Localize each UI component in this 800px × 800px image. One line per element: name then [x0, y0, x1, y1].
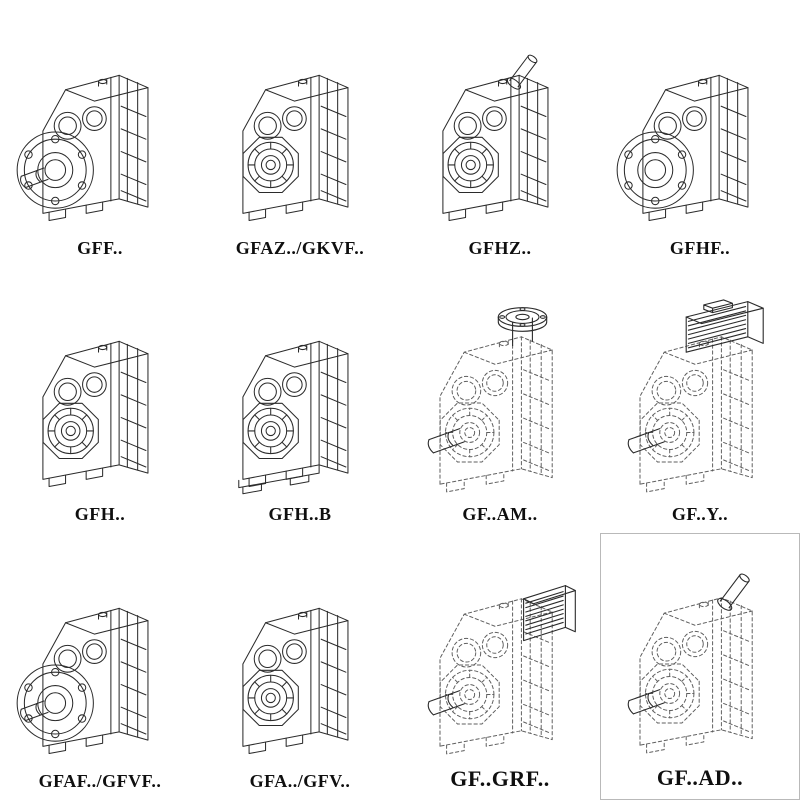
- housing-outline: [638, 336, 753, 493]
- bearing-bosses: [254, 639, 308, 673]
- bearing-bosses: [54, 105, 108, 140]
- gearbox-label-gfa-gfv: GFA../GFV..: [249, 770, 351, 791]
- mounting-base: [238, 465, 321, 495]
- ghost-gear-unit: [438, 336, 553, 493]
- housing-outline: [438, 336, 553, 493]
- housing-outline: [442, 74, 549, 221]
- gearbox-figure-gfhz: GFHZ..: [400, 0, 600, 267]
- bearing-bosses: [454, 105, 508, 140]
- housing-outline: [242, 341, 349, 488]
- bearing-bosses: [54, 372, 108, 407]
- gearbox-label-gff: GFF..: [77, 237, 123, 258]
- gearbox-figure-gfa-gfv: GFA../GFV..: [200, 533, 400, 800]
- bearing-bosses: [651, 370, 708, 406]
- hollow-shaft-rings: [43, 403, 100, 460]
- gearbox-label-gfh: GFH..: [74, 504, 126, 525]
- gearbox-label-gf-am: GF..AM..: [462, 504, 538, 525]
- gearbox-drawing-gf-y: [627, 299, 764, 493]
- gearbox-label-gfaf-gfvf: GFAF../GFVF..: [38, 770, 162, 791]
- gearbox-drawing-gfh-b: [238, 341, 349, 495]
- ghost-gear-unit: [638, 597, 753, 754]
- output-flange: [17, 131, 95, 209]
- bearing-bosses: [451, 370, 508, 406]
- bearing-bosses: [54, 639, 108, 673]
- gearbox-figure-gfh-b: GFH..B: [200, 267, 400, 534]
- input-shaft: [505, 52, 540, 92]
- bearing-bosses: [451, 631, 508, 668]
- gearbox-drawing-gfhz: [442, 52, 549, 221]
- gearbox-label-gfh-b: GFH..B: [268, 504, 332, 525]
- gearbox-figure-gff: GFF..: [0, 0, 200, 267]
- gearbox-drawing-gfaf-gfvf: [17, 607, 149, 755]
- bearing-bosses: [651, 630, 708, 667]
- mounted-motor: [685, 299, 764, 354]
- gearbox-drawing-gff: [17, 74, 149, 221]
- gearbox-figure-gf-y: GF..Y..: [600, 267, 800, 534]
- bearing-bosses: [254, 372, 308, 407]
- gearbox-figure-gf-am: GF..AM..: [400, 267, 600, 534]
- ghost-gear-unit: [638, 336, 753, 493]
- gearbox-figure-gf-grf: GF..GRF..: [400, 533, 600, 800]
- output-flange: [17, 664, 95, 742]
- gearbox-figure-gf-ad: GF..AD..: [600, 533, 800, 800]
- gearbox-drawing-gfaz-gkvf: [242, 74, 349, 221]
- hollow-shaft-rings: [443, 136, 500, 193]
- gearbox-drawing-gfh: [42, 341, 149, 488]
- gearbox-drawing-gf-am: [427, 307, 553, 493]
- gearbox-drawing-gf-grf: [427, 585, 576, 755]
- gearbox-figure-gfhf: GFHF..: [600, 0, 800, 267]
- gearbox-label-gf-ad: GF..AD..: [656, 764, 744, 790]
- hollow-shaft-rings: [243, 669, 300, 727]
- gearbox-label-gfhz: GFHZ..: [468, 237, 532, 258]
- motor-adapter-flange: [497, 307, 547, 347]
- gearbox-label-gfhf: GFHF..: [669, 237, 731, 258]
- gearbox-figure-gfaf-gfvf: GFAF../GFVF..: [0, 533, 200, 800]
- gearbox-figure-gfaz-gkvf: GFAZ../GKVF..: [200, 0, 400, 267]
- bearing-bosses: [654, 105, 708, 140]
- input-shaft-adapter: [714, 571, 751, 614]
- hollow-shaft-rings: [243, 403, 300, 460]
- gearbox-drawing-gfa-gfv: [242, 607, 349, 755]
- housing-outline: [638, 597, 753, 754]
- housing-outline: [242, 74, 349, 221]
- bearing-bosses: [254, 105, 308, 140]
- finned-adapter: [522, 585, 576, 642]
- gearbox-drawing-gfhf: [617, 74, 749, 221]
- hollow-shaft-rings: [243, 136, 300, 193]
- gearbox-label-gf-grf: GF..GRF..: [450, 765, 550, 791]
- gearbox-figure-gfh: GFH..: [0, 267, 200, 534]
- gearbox-drawing-gf-ad: [627, 571, 753, 754]
- gearbox-label-gfaz-gkvf: GFAZ../GKVF..: [235, 237, 365, 258]
- output-flange: [617, 131, 695, 209]
- housing-outline: [42, 341, 149, 488]
- housing-outline: [242, 607, 349, 755]
- gearbox-label-gf-y: GF..Y..: [671, 504, 729, 525]
